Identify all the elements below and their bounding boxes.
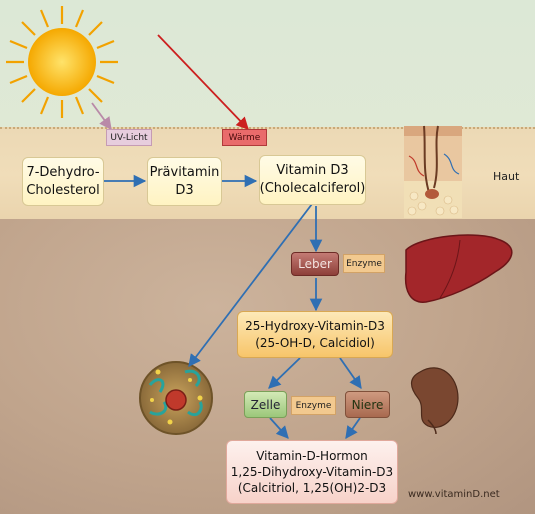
enzyme-tag-kidney: Enzyme [291,396,336,415]
cell-icon [139,361,213,435]
website-credit: www.vitaminD.net [408,489,500,500]
dehydrocholesterol-box: 7-Dehydro- Cholesterol [22,157,104,206]
liver-icon [404,234,513,303]
vitamin-d-hormone-box: Vitamin-D-Hormon 1,25-Dihydroxy-Vitamin-… [226,440,398,504]
skin-label: Haut [493,170,520,183]
enzyme-tag-liver: Enzyme [343,254,385,273]
hydroxy-vitamin-d3-box: 25-Hydroxy-Vitamin-D3 (25-OH-D, Calcidio… [237,311,393,358]
previtamin-d3-box: Prävitamin D3 [147,157,222,206]
arrows [91,34,362,440]
heat-tag: Wärme [222,129,267,146]
liver-label: Leber [291,252,339,276]
cell-label: Zelle [244,391,287,418]
kidney-label: Niere [345,391,390,418]
sun-icon [6,6,118,118]
skin-icon [404,125,462,218]
vitamin-d3-box: Vitamin D3 (Cholecalciferol) [259,155,366,205]
uv-light-tag: UV-Licht [106,129,152,146]
kidney-icon [410,367,459,435]
